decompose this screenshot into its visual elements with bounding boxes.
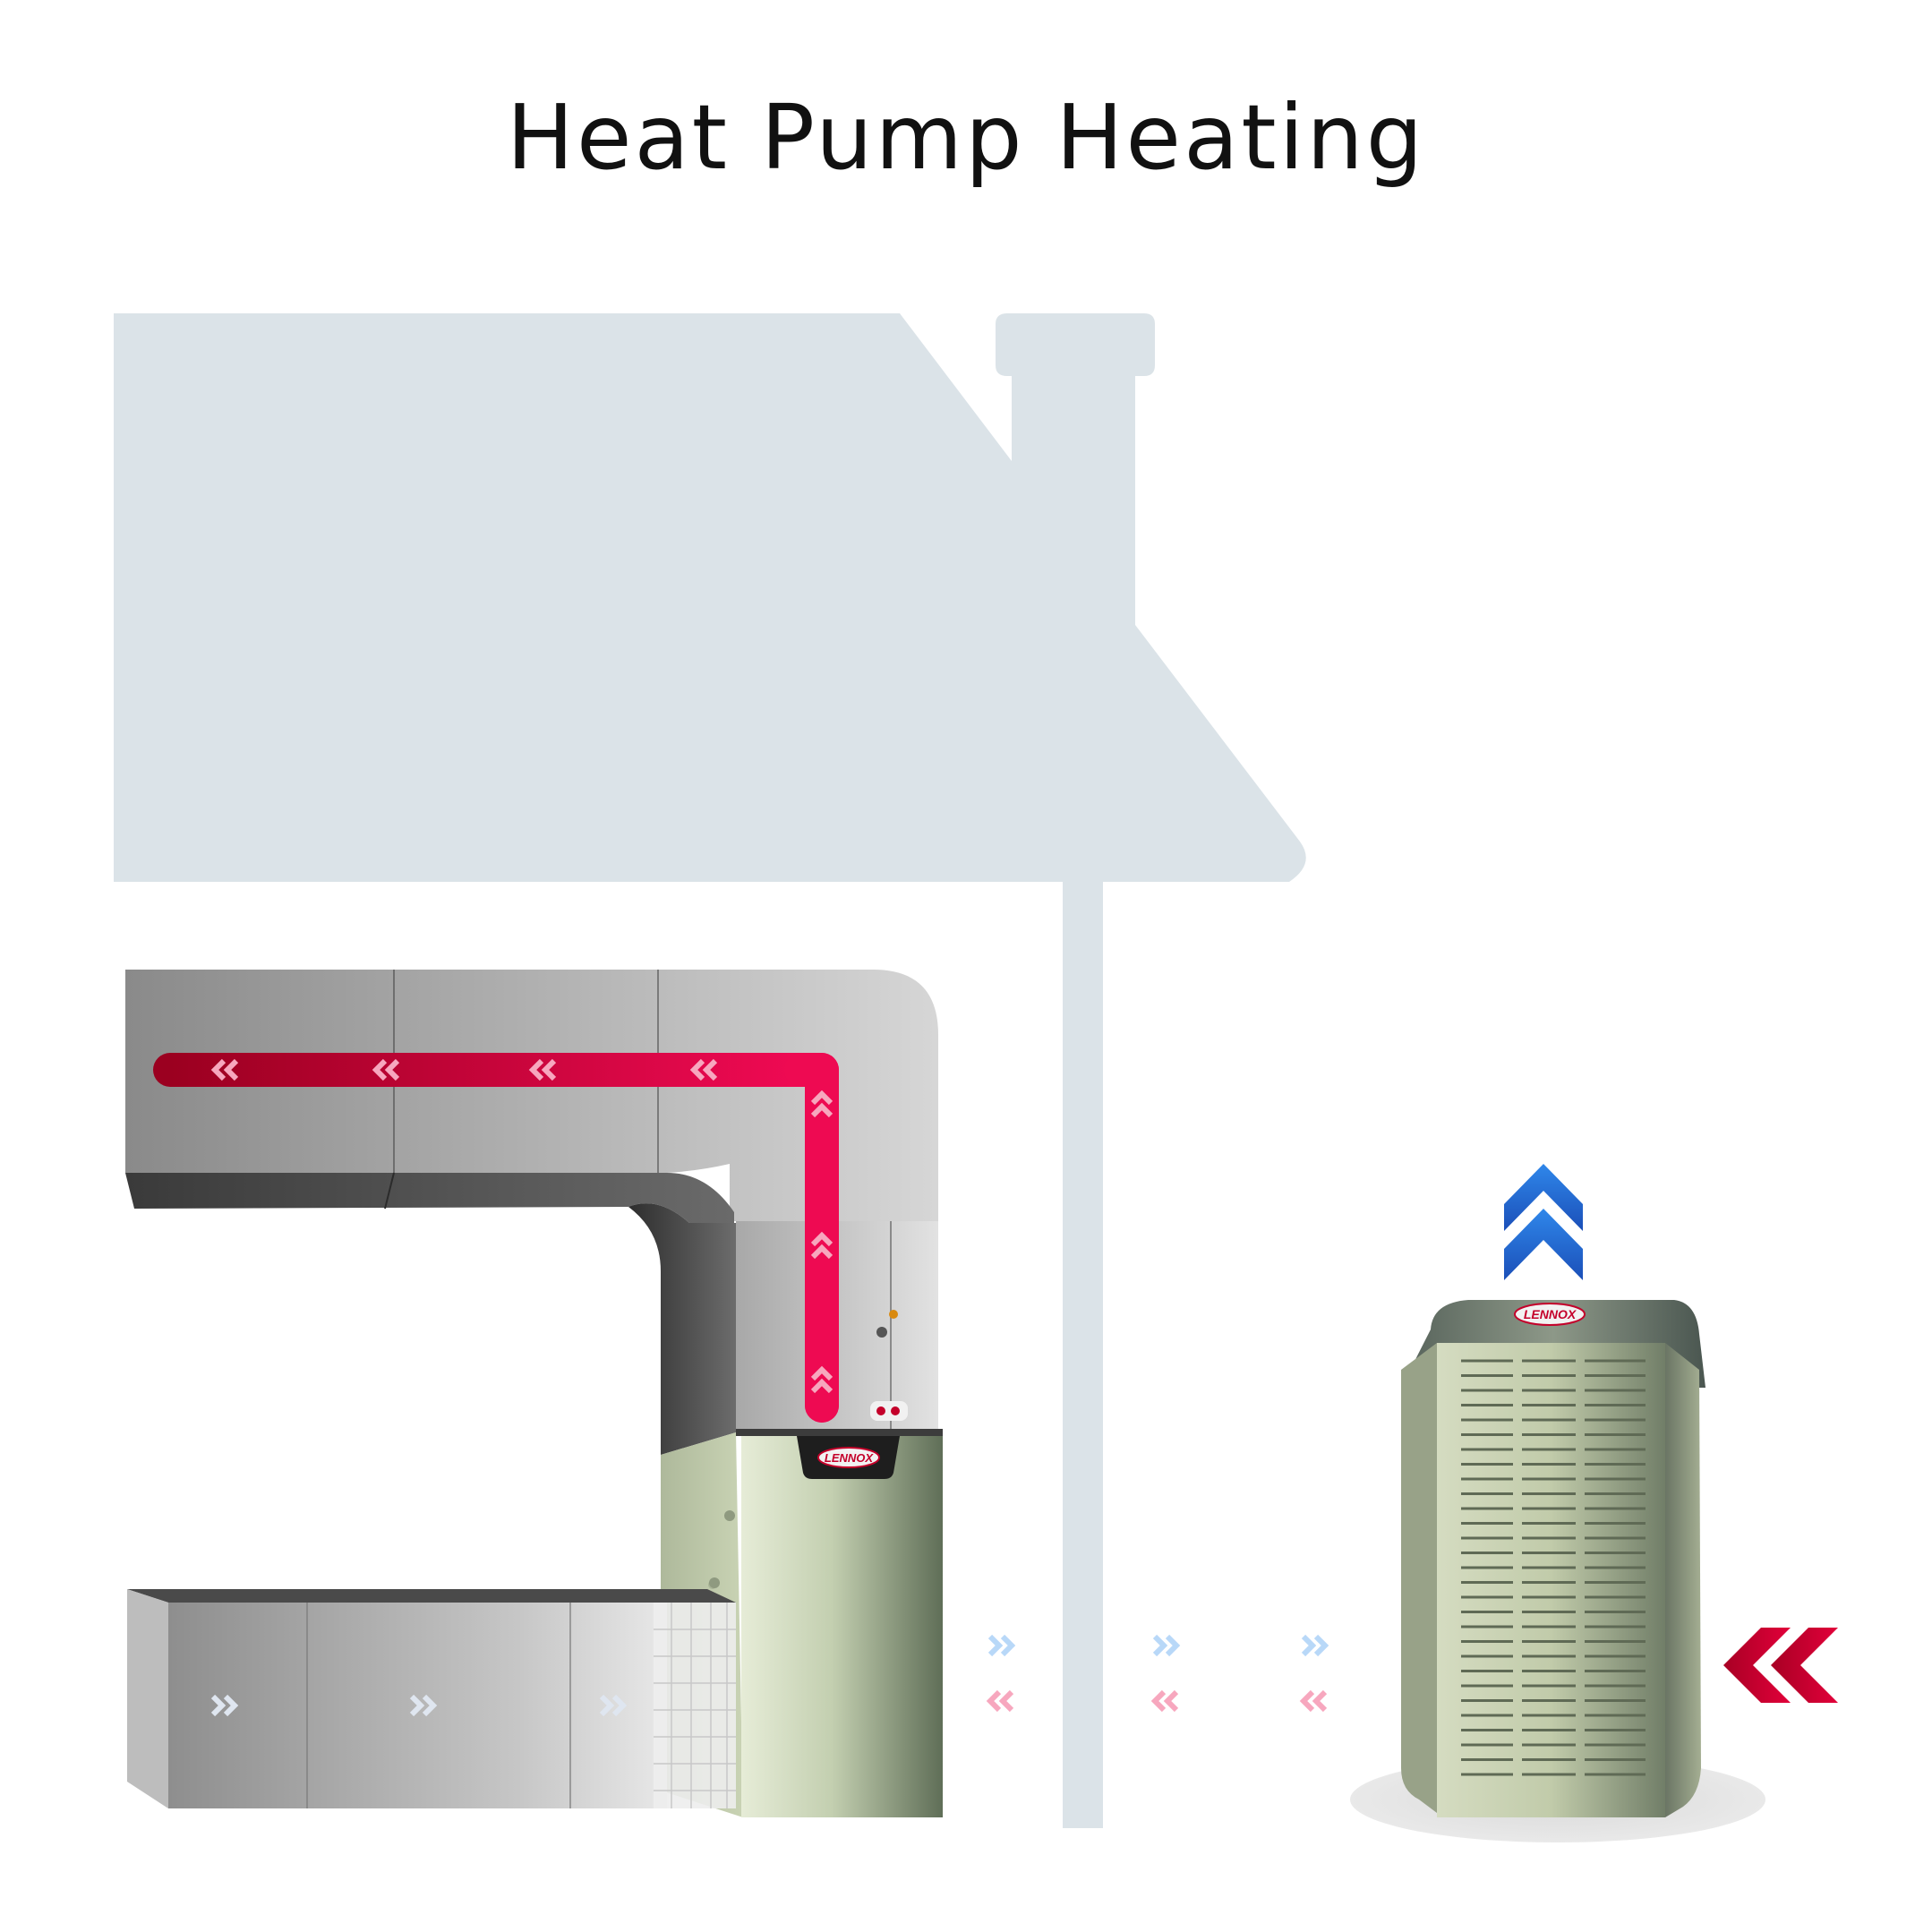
exhaust-chevron-upper — [1504, 1164, 1583, 1231]
refrigerant-chevron-warm — [1150, 1689, 1179, 1713]
supply-chevron — [810, 1231, 833, 1260]
refrigerant-chevrons — [986, 1634, 1329, 1713]
supply-chevron — [810, 1090, 833, 1118]
refrigerant-chevron-cool — [1301, 1634, 1329, 1657]
outdoor-exhaust-arrow — [1504, 1164, 1583, 1280]
diagram-title: Heat Pump Heating — [506, 85, 1426, 190]
supply-duct-underside — [125, 1173, 734, 1223]
refrigerant-chevron-warm — [986, 1689, 1014, 1713]
house-silhouette — [114, 313, 1306, 1828]
supply-duct — [125, 970, 938, 1455]
house-support-post — [1063, 882, 1103, 1828]
supply-chevron — [528, 1058, 557, 1081]
supply-chevron — [372, 1058, 400, 1081]
outdoor-unit-grille — [1461, 1359, 1646, 1776]
exhaust-chevron-lower — [1504, 1209, 1583, 1280]
outdoor-unit-front — [1437, 1343, 1665, 1817]
supply-chevron — [810, 1365, 833, 1394]
supply-airflow — [153, 1053, 839, 1423]
refrigerant-lines — [957, 1629, 1394, 1718]
refrigerant-chevron-cool — [987, 1634, 1016, 1657]
intake-chevron-right — [1771, 1628, 1838, 1703]
return-chevron — [210, 1694, 239, 1717]
house-body — [114, 313, 1306, 882]
return-duct-top — [127, 1589, 736, 1603]
indoor-logo-text: LENNOX — [825, 1451, 875, 1465]
supply-duct-top-face — [125, 970, 938, 1221]
outdoor-unit-left-side — [1401, 1343, 1437, 1813]
refrigerant-chevron-cool — [1152, 1634, 1181, 1657]
return-chevron — [599, 1694, 628, 1717]
return-airflow — [138, 1688, 709, 1723]
supply-airflow-chevrons — [210, 1058, 833, 1394]
supply-chevron — [689, 1058, 718, 1081]
refrigerant-chevron-warm — [1299, 1689, 1328, 1713]
return-airflow-chevrons — [210, 1694, 628, 1717]
intake-chevron-left — [1723, 1628, 1791, 1703]
outdoor-unit: LENNOX — [1350, 1300, 1765, 1842]
plenum-side — [628, 1203, 736, 1455]
outdoor-unit-right-side — [1665, 1343, 1701, 1817]
return-chevron — [409, 1694, 438, 1717]
indoor-unit-front — [741, 1432, 943, 1817]
outdoor-intake-arrow — [1723, 1628, 1838, 1703]
outdoor-logo-text: LENNOX — [1524, 1307, 1577, 1321]
supply-chevron — [210, 1058, 239, 1081]
